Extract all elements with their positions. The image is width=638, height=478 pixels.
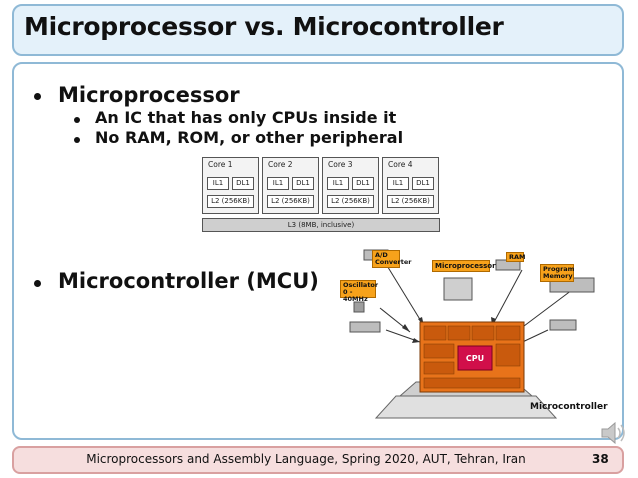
core-label: Core 3: [328, 160, 353, 169]
microcontroller-label: Microcontroller: [530, 402, 608, 412]
sub-bullet-cpu-only: An IC that has only CPUs inside it: [95, 108, 397, 127]
multicore-diagram: Core 1 IL1 DL1 L2 (256KB) Core 2 IL1 DL1…: [202, 157, 440, 233]
sub-bullet-no-ram: No RAM, ROM, or other peripheral: [95, 128, 404, 147]
dl1-cache: DL1: [232, 177, 254, 190]
dl1-cache: DL1: [292, 177, 314, 190]
l2-cache: L2 (256KB): [267, 195, 314, 208]
core-label: Core 2: [268, 160, 293, 169]
il1-cache: IL1: [387, 177, 409, 190]
title-bar: [12, 4, 624, 56]
core-box: Core 2 IL1 DL1 L2 (256KB): [262, 157, 319, 214]
dl1-cache: DL1: [412, 177, 434, 190]
core-box: Core 4 IL1 DL1 L2 (256KB): [382, 157, 439, 214]
l2-cache: L2 (256KB): [327, 195, 374, 208]
microprocessor-label: Microprocessor: [432, 260, 496, 272]
il1-cache: IL1: [327, 177, 349, 190]
core-label: Core 4: [388, 160, 413, 169]
l3-cache: L3 (8MB, inclusive): [202, 218, 440, 232]
bullet-dot: [34, 93, 41, 100]
slide-title: Microprocessor vs. Microcontroller: [24, 12, 504, 41]
il1-cache: IL1: [267, 177, 289, 190]
ad-converter-label: A/D Converter: [372, 250, 411, 268]
core-box: Core 3 IL1 DL1 L2 (256KB): [322, 157, 379, 214]
mcu-illustration: CPU: [349, 249, 595, 419]
dl1-cache: DL1: [352, 177, 374, 190]
l2-cache: L2 (256KB): [207, 195, 254, 208]
bullet-microcontroller: Microcontroller (MCU): [58, 269, 319, 293]
core-label: Core 1: [208, 160, 233, 169]
sub-bullet-dot: [74, 137, 80, 143]
oscillator-label: Oscillator 0 - 40MHz: [340, 280, 378, 303]
l2-cache: L2 (256KB): [387, 195, 434, 208]
bullet-microprocessor: Microprocessor: [58, 83, 240, 107]
bullet-dot: [34, 280, 41, 287]
il1-cache: IL1: [207, 177, 229, 190]
footer-bar: [12, 446, 624, 474]
speaker-icon[interactable]: [598, 418, 628, 452]
page-number: 38: [592, 452, 609, 466]
sub-bullet-dot: [74, 117, 80, 123]
program-memory-label: Program Memory: [540, 264, 574, 282]
cpu-label: CPU: [466, 354, 484, 363]
ram-label: RAM: [506, 252, 526, 262]
microcontroller-diagram: CPU A/D Converter Microprocessor RAM Pro…: [336, 246, 608, 430]
core-box: Core 1 IL1 DL1 L2 (256KB): [202, 157, 259, 214]
footer-text: Microprocessors and Assembly Language, S…: [86, 452, 526, 466]
